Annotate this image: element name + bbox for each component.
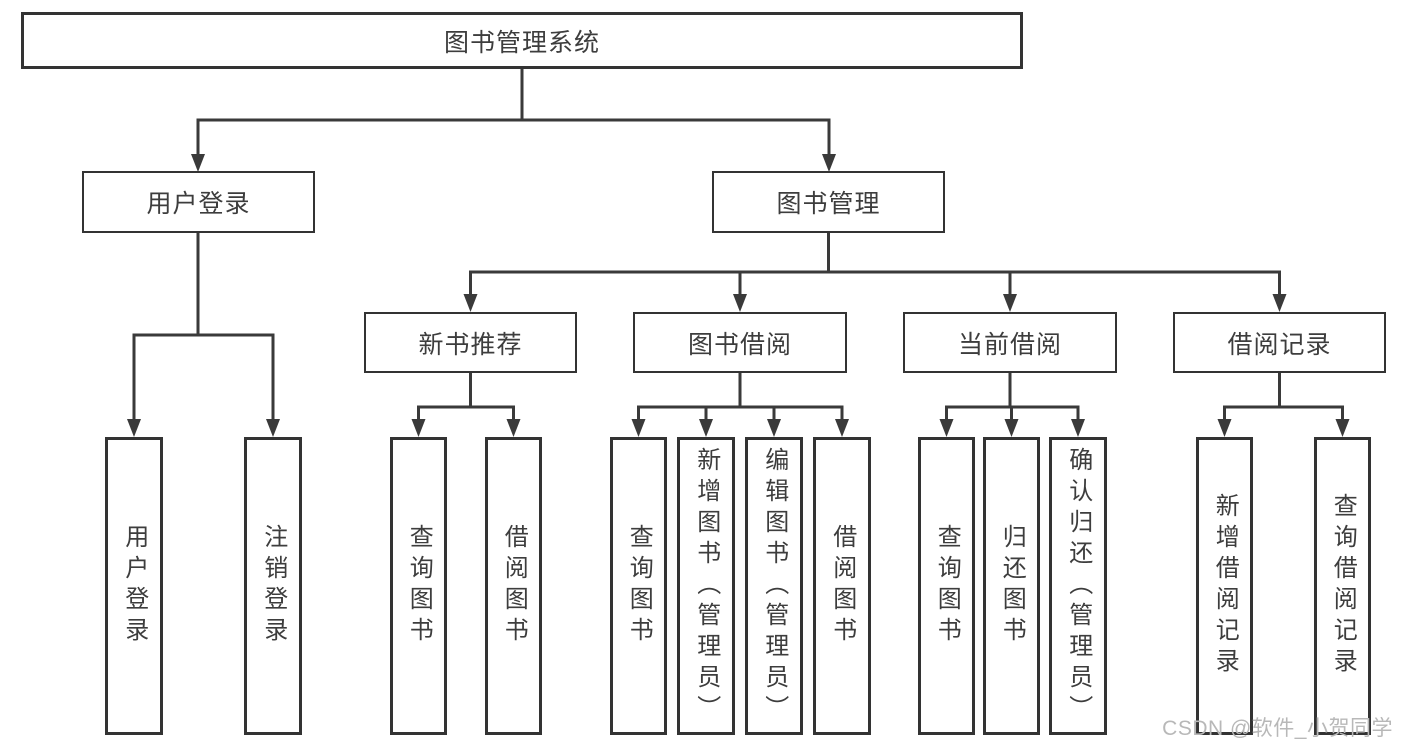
connector-user-login-children: [127, 232, 280, 437]
leaf-borrow-books-2: 借阅图书: [813, 437, 871, 735]
leaf-query-books-current: 查询图书: [918, 437, 975, 735]
leaf-user-login-label: 用户登录: [120, 524, 148, 648]
csdn-watermark: CSDN @软件_小贺同学: [1162, 717, 1393, 740]
node-book-borrow: 图书借阅: [633, 312, 847, 373]
connector-new-book-recommend-children: [411, 373, 521, 437]
leaf-query-borrow-record-label: 查询借阅记录: [1329, 493, 1357, 679]
leaf-query-books-current-label: 查询图书: [933, 524, 961, 648]
leaf-logout: 注销登录: [244, 437, 302, 735]
node-book-management: 图书管理: [712, 171, 945, 233]
connector-book-management-children: [463, 232, 1287, 312]
node-book-borrow-label: 图书借阅: [687, 330, 792, 359]
connector-book-borrow-children: [631, 373, 849, 437]
node-current-borrow-label: 当前借阅: [957, 330, 1062, 359]
node-root-label: 图书管理系统: [443, 28, 600, 57]
leaf-edit-book-admin: 编辑图书（管理员）: [745, 437, 803, 735]
leaf-confirm-return-admin: 确认归还（管理员）: [1049, 437, 1107, 735]
node-user-login-label: 用户登录: [146, 190, 251, 218]
leaf-add-borrow-record-label: 新增借阅记录: [1211, 493, 1239, 679]
leaf-query-books-borrow-label: 查询图书: [625, 524, 653, 648]
leaf-query-books-recommend: 查询图书: [390, 437, 447, 735]
leaf-query-books-recommend-label: 查询图书: [405, 524, 433, 648]
leaf-add-book-admin-label: 新增图书（管理员）: [692, 446, 720, 726]
node-book-management-label: 图书管理: [776, 190, 881, 218]
connector-root-to-level2: [191, 69, 836, 172]
leaf-add-book-admin: 新增图书（管理员）: [677, 437, 735, 735]
leaf-logout-label: 注销登录: [259, 524, 287, 648]
connector-current-borrow-children: [939, 373, 1085, 437]
leaf-add-borrow-record: 新增借阅记录: [1196, 437, 1253, 735]
node-user-login: 用户登录: [82, 171, 315, 233]
leaf-return-book-label: 归还图书: [998, 524, 1026, 648]
leaf-confirm-return-admin-label: 确认归还（管理员）: [1064, 446, 1092, 726]
connector-borrow-records-children: [1217, 373, 1350, 437]
leaf-borrow-books-recommend-label: 借阅图书: [500, 524, 528, 648]
node-new-book-recommend: 新书推荐: [364, 312, 577, 373]
leaf-query-books-borrow: 查询图书: [610, 437, 667, 735]
node-new-book-recommend-label: 新书推荐: [418, 330, 523, 359]
node-current-borrow: 当前借阅: [903, 312, 1117, 373]
leaf-return-book: 归还图书: [983, 437, 1040, 735]
node-borrow-records: 借阅记录: [1173, 312, 1386, 373]
leaf-borrow-books-2-label: 借阅图书: [828, 524, 856, 648]
leaf-edit-book-admin-label: 编辑图书（管理员）: [760, 446, 788, 726]
leaf-user-login: 用户登录: [105, 437, 163, 735]
node-root: 图书管理系统: [21, 12, 1023, 69]
leaf-query-borrow-record: 查询借阅记录: [1314, 437, 1371, 735]
leaf-borrow-books-recommend: 借阅图书: [485, 437, 542, 735]
node-borrow-records-label: 借阅记录: [1227, 330, 1332, 359]
